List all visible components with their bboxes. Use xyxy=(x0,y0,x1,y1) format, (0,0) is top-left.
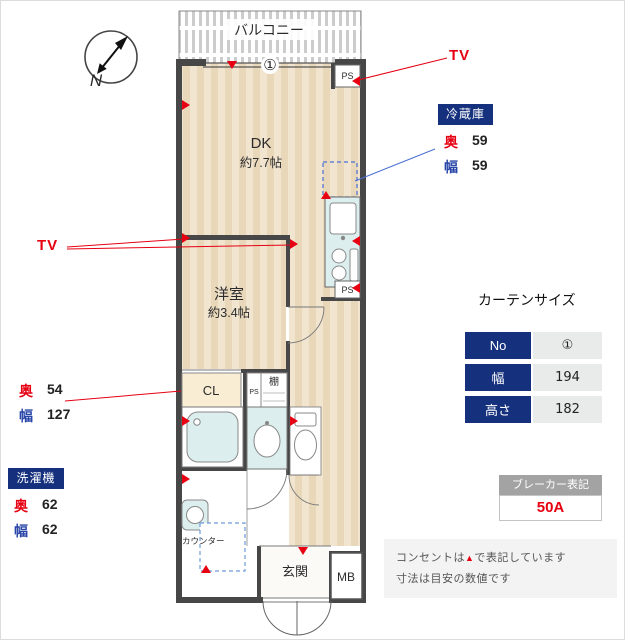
washer-pan-outline xyxy=(199,522,246,572)
fridge-badge: 冷蔵庫 xyxy=(438,104,493,125)
entrance-area: 玄関 xyxy=(261,547,332,636)
width-label: 幅 xyxy=(444,159,458,175)
leader-lines xyxy=(64,57,448,402)
ps-kitchen-label: PS xyxy=(341,285,353,295)
washbasin xyxy=(246,406,288,470)
compass-north-label: N xyxy=(90,71,103,90)
washer-badge: 洗濯機 xyxy=(8,468,64,489)
curtain-size-title: カーテンサイズ xyxy=(478,292,576,308)
width-label: 幅 xyxy=(14,523,28,539)
toilet xyxy=(289,406,322,476)
tv-label-left: TV xyxy=(37,237,59,254)
counter-label: カウンター xyxy=(182,536,225,546)
dk-room-size: 約7.7帖 xyxy=(240,155,282,170)
shelf-label: 棚 xyxy=(269,375,279,388)
width-value: 59 xyxy=(472,157,488,173)
closet: CL xyxy=(181,372,242,408)
western-room-label: 洋室 xyxy=(214,286,244,303)
closet-width: 幅 127 xyxy=(19,406,70,426)
fridge-depth: 奥 59 xyxy=(444,132,488,152)
window-number-label: ① xyxy=(263,57,276,74)
washer-width: 幅 62 xyxy=(14,521,58,541)
curtain-row-no: No ① xyxy=(465,332,602,359)
legend-note-line1: コンセントは▲で表記しています xyxy=(396,552,567,564)
balcony-label: バルコニー xyxy=(234,22,304,38)
door-arcs xyxy=(246,306,325,510)
curtain-row-value: 194 xyxy=(533,364,602,391)
breaker-title: ブレーカー表記 xyxy=(499,475,602,495)
meter-box: MB xyxy=(330,552,363,600)
pipe-space-top: PS xyxy=(334,64,361,88)
width-label: 幅 xyxy=(19,408,33,424)
depth-label: 奥 xyxy=(14,498,28,514)
curtain-row-value: 182 xyxy=(533,396,602,423)
compass-icon: N xyxy=(84,30,138,90)
curtain-row-value: ① xyxy=(533,332,602,359)
depth-label: 奥 xyxy=(19,383,33,399)
pipe-space-column: PS xyxy=(246,372,262,410)
width-value: 127 xyxy=(47,406,71,422)
curtain-row-width: 幅 194 xyxy=(465,364,602,391)
dk-room-label: DK xyxy=(251,135,272,152)
closet-label: CL xyxy=(203,383,220,398)
bathtub xyxy=(181,406,244,468)
tv-label-top: TV xyxy=(449,47,471,64)
curtain-row-height: 高さ 182 xyxy=(465,396,602,423)
fridge-width: 幅 59 xyxy=(444,157,488,177)
window-number: ① xyxy=(261,56,279,74)
outlet-legend-icon: ▲ xyxy=(465,553,475,563)
curtain-row-label: 幅 xyxy=(465,364,531,391)
ps-column-label: PS xyxy=(249,389,259,396)
breaker-value: 50A xyxy=(499,495,602,521)
curtain-row-label: No xyxy=(465,332,531,359)
curtain-row-label: 高さ xyxy=(465,396,531,423)
legend-note: コンセントは▲で表記しています 寸法は目安の数値です xyxy=(384,539,617,598)
depth-value: 54 xyxy=(47,381,63,397)
entrance-label: 玄関 xyxy=(282,564,308,579)
outlet-markers xyxy=(182,61,360,573)
western-room-size: 約3.4帖 xyxy=(208,305,250,320)
balcony: バルコニー xyxy=(178,10,362,64)
legend-note-line2: 寸法は目安の数値です xyxy=(396,572,511,585)
kitchen-counter xyxy=(324,196,361,288)
width-value: 62 xyxy=(42,521,58,537)
washer-depth: 奥 62 xyxy=(14,496,58,516)
ps-top-label: PS xyxy=(341,71,353,81)
depth-value: 62 xyxy=(42,496,58,512)
closet-depth: 奥 54 xyxy=(19,381,63,401)
depth-value: 59 xyxy=(472,132,488,148)
depth-label: 奥 xyxy=(444,134,458,150)
shelf: 棚 xyxy=(260,372,288,410)
meter-box-label: MB xyxy=(337,570,355,584)
curtain-size-table: No ① 幅 194 高さ 182 xyxy=(465,332,602,428)
